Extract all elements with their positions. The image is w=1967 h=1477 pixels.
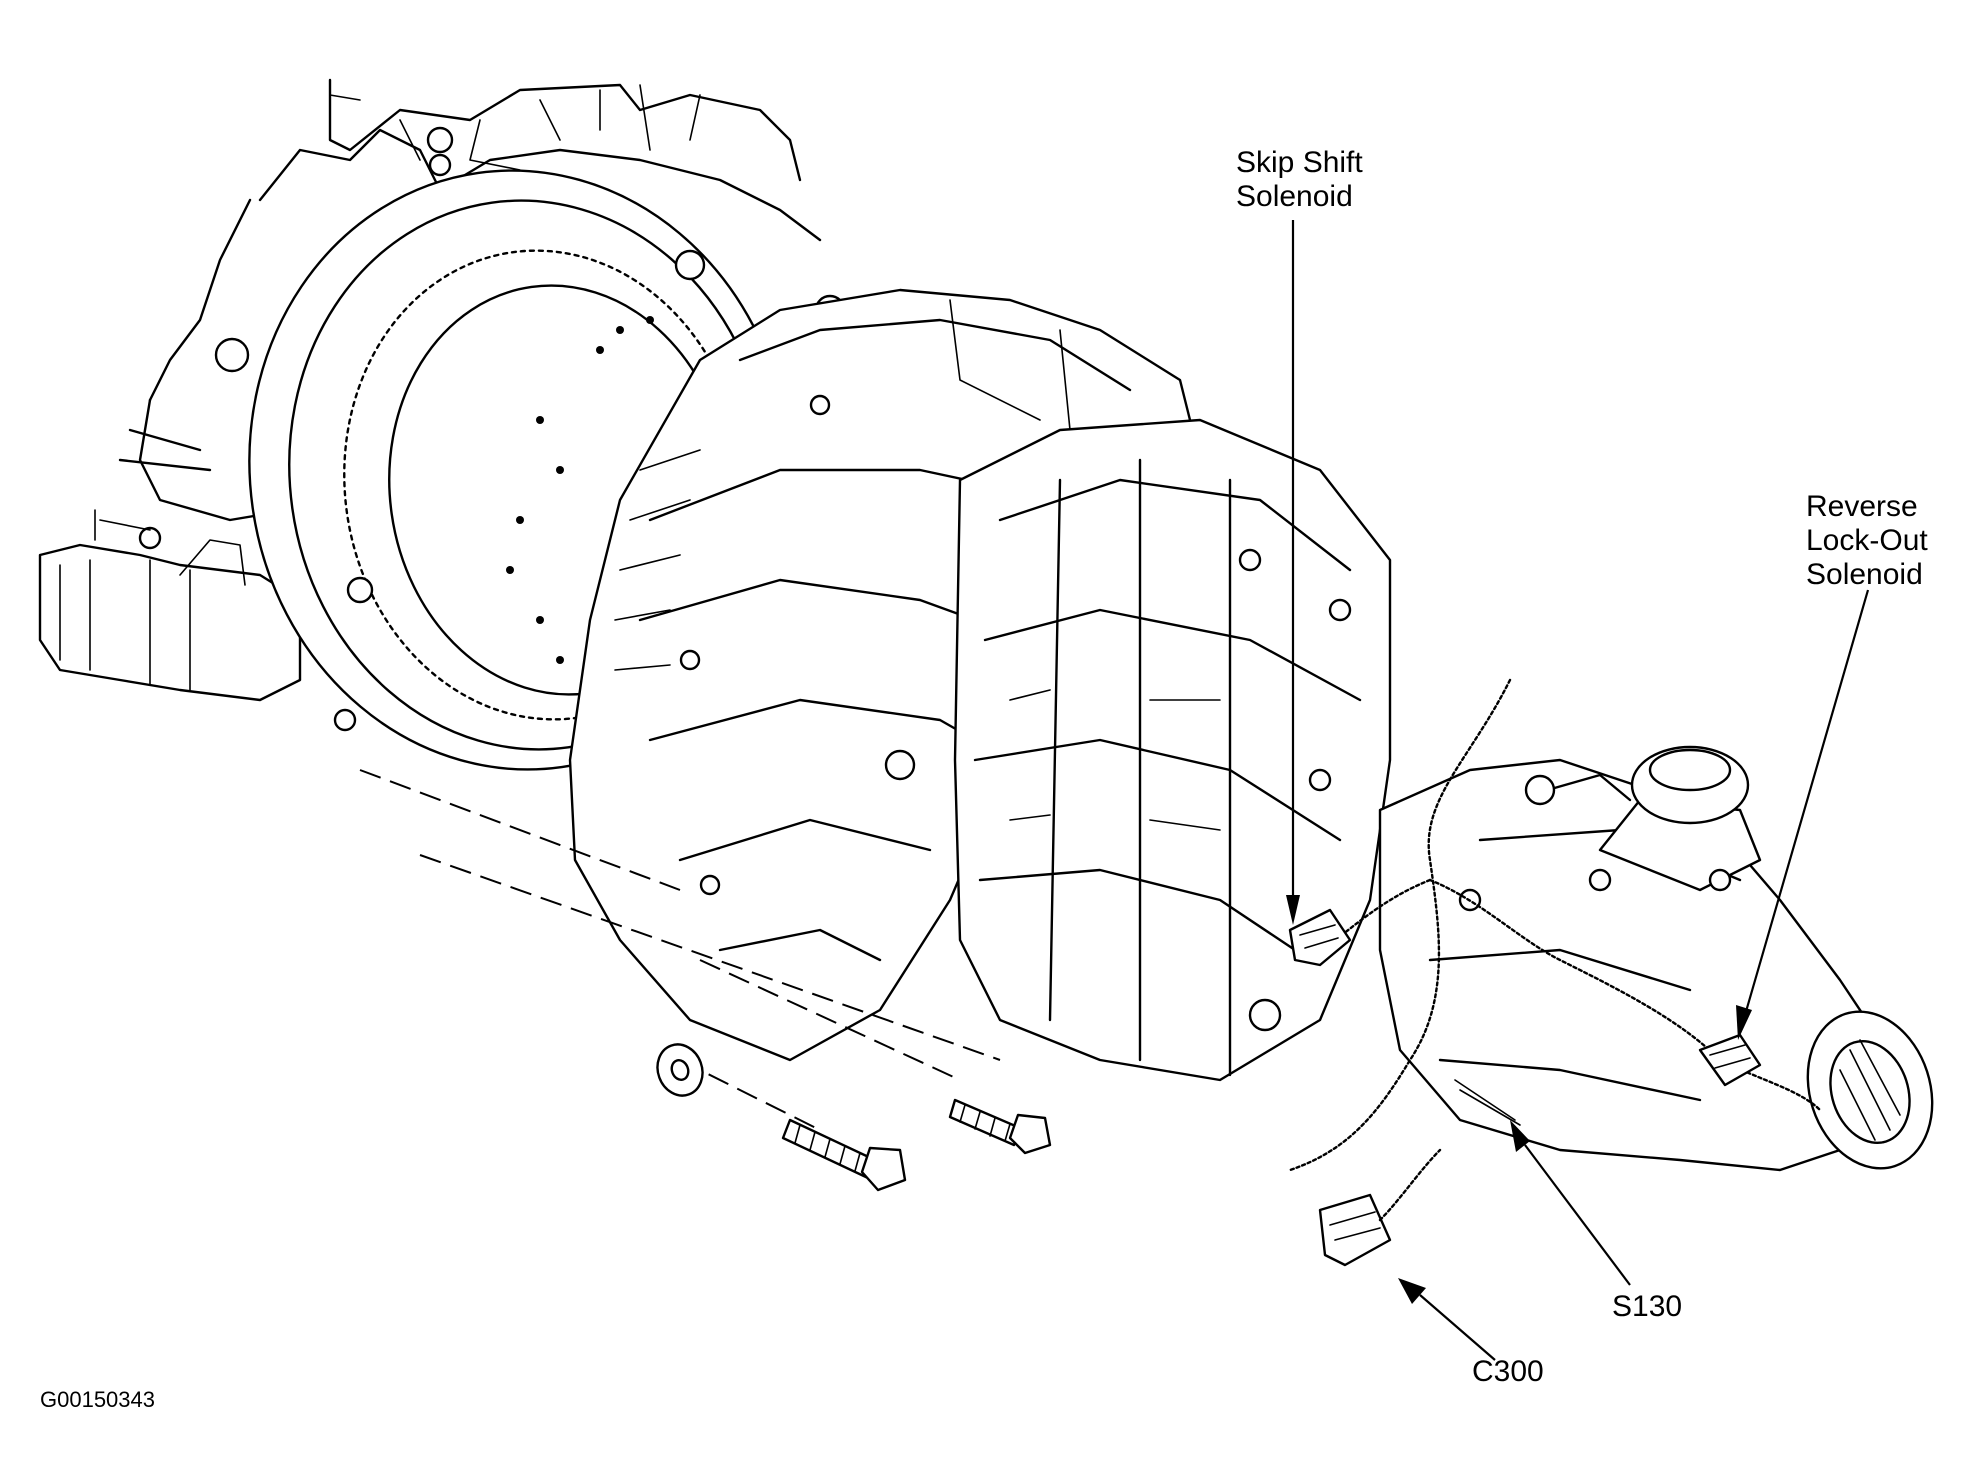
c300-arrowhead (1398, 1278, 1426, 1304)
reverse-lockout-arrowhead (1736, 1005, 1752, 1040)
wiring-harness (1288, 678, 1822, 1267)
figure-id-text: G00150343 (40, 1387, 155, 1412)
c300-label: C300 (1472, 1355, 1544, 1389)
mounting-hardware (359, 769, 1052, 1192)
skip-shift-arrowhead (1286, 895, 1300, 925)
reverse-lockout-line-2: Lock-Out (1806, 524, 1928, 557)
skip-shift-solenoid-label: Skip Shift Solenoid (1236, 146, 1363, 214)
s130-text: S130 (1612, 1290, 1683, 1323)
c300-text: C300 (1472, 1355, 1544, 1388)
skip-shift-line-2: Solenoid (1236, 180, 1353, 213)
starter-motor (38, 428, 302, 702)
reverse-lockout-solenoid-label: Reverse Lock-Out Solenoid (1806, 490, 1928, 592)
transmission-case (953, 418, 1392, 1082)
extension-housing (1378, 745, 1934, 1172)
reverse-lockout-line-1: Reverse (1806, 490, 1918, 523)
callout-leaders (1286, 220, 1870, 1361)
reverse-lockout-line-3: Solenoid (1806, 558, 1923, 591)
skip-shift-line-1: Skip Shift (1236, 146, 1363, 179)
s130-label: S130 (1612, 1290, 1682, 1324)
figure-id: G00150343 (40, 1387, 155, 1413)
s130-arrowhead (1510, 1120, 1530, 1152)
